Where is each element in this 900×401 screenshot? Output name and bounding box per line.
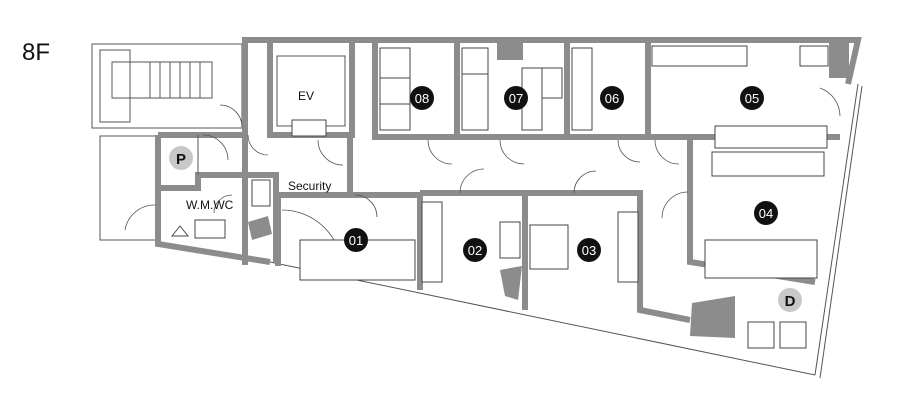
parking-badge: P	[169, 146, 193, 170]
room-number: 03	[582, 243, 596, 258]
room-number: 04	[759, 206, 773, 221]
balcony	[99, 135, 159, 241]
svg-text:P: P	[176, 151, 186, 168]
delivery-badge: D	[778, 288, 802, 312]
room-marker-04[interactable]: 04	[754, 201, 778, 225]
room-marker-06[interactable]: 06	[600, 86, 624, 110]
elevator-core: EV	[267, 40, 355, 138]
service-area: Security W.M.WC	[158, 134, 350, 262]
security-label: Security	[288, 179, 331, 193]
room-marker-05[interactable]: 05	[740, 86, 764, 110]
furniture	[299, 45, 829, 349]
room-number: 01	[349, 233, 363, 248]
room-number: 02	[468, 243, 482, 258]
room-number: 08	[415, 91, 429, 106]
restroom-label: W.M.WC	[186, 198, 234, 212]
room-marker-01[interactable]: 01	[344, 228, 368, 252]
elevator-label: EV	[298, 89, 314, 103]
svg-text:D: D	[785, 293, 796, 310]
room-marker-03[interactable]: 03	[577, 238, 601, 262]
top-offices	[372, 40, 849, 140]
floor-label: 8F	[22, 39, 50, 66]
room-marker-02[interactable]: 02	[463, 238, 487, 262]
room-number: 07	[509, 91, 523, 106]
room-marker-08[interactable]: 08	[410, 86, 434, 110]
room-marker-07[interactable]: 07	[504, 86, 528, 110]
room-number: 05	[745, 91, 759, 106]
outer-walls	[155, 37, 863, 379]
room-number: 06	[605, 91, 619, 106]
stairwell	[91, 43, 243, 129]
